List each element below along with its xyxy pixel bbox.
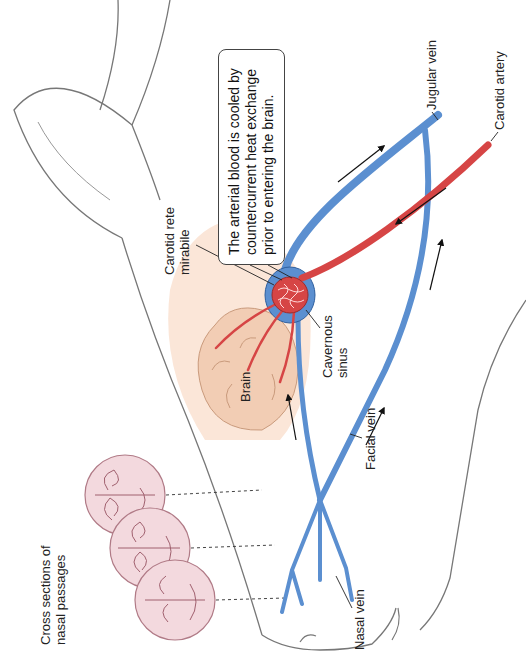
nasal-sections [85, 455, 285, 640]
nostril [300, 635, 316, 642]
leader-line [250, 265, 282, 280]
nasal-vein [282, 500, 352, 612]
facial-vein [320, 130, 428, 500]
flow-arrow [338, 146, 384, 182]
leader-line [432, 112, 438, 120]
leader-line [350, 434, 362, 438]
rete-mesh [278, 284, 304, 308]
dashed-guide [166, 490, 262, 495]
angular-vein [298, 318, 320, 500]
carotid-artery [302, 145, 488, 278]
flow-arrow [288, 395, 296, 440]
turbinate [145, 576, 205, 622]
leader-line [336, 576, 352, 608]
part-label: Cross sections of nasal passages [38, 515, 68, 645]
part-label: Nasal vein [352, 560, 367, 650]
section-circle [135, 560, 215, 640]
flow-arrow [430, 240, 442, 290]
dashed-guide [191, 545, 275, 548]
muzzle-outline [262, 608, 396, 650]
leader-line [306, 310, 320, 328]
mouth-line [392, 608, 399, 640]
leader-line [268, 265, 292, 278]
callout-text: The arterial blood is cooled by counterc… [226, 59, 277, 255]
part-label: Facial vein [363, 380, 378, 470]
neck-outline [132, 0, 170, 125]
jaw-outline [420, 300, 526, 630]
cerebral-artery [216, 304, 294, 382]
mane-outline [100, 0, 118, 110]
ear-inner [38, 122, 110, 200]
part-label: Jugular vein [424, 5, 439, 110]
dashed-guide [216, 598, 285, 600]
part-label: Carotid artery [492, 10, 507, 130]
part-label: Carotid rete mirabile [162, 180, 192, 275]
brain-fold [212, 338, 275, 408]
part-label: Cavernous sinus [320, 298, 350, 378]
callout-box: The arterial blood is cooled by counterc… [218, 49, 285, 265]
flow-arrow [396, 188, 446, 224]
leader-line [491, 132, 498, 141]
carotid-rete [272, 277, 308, 313]
part-label: Brain [238, 342, 253, 402]
